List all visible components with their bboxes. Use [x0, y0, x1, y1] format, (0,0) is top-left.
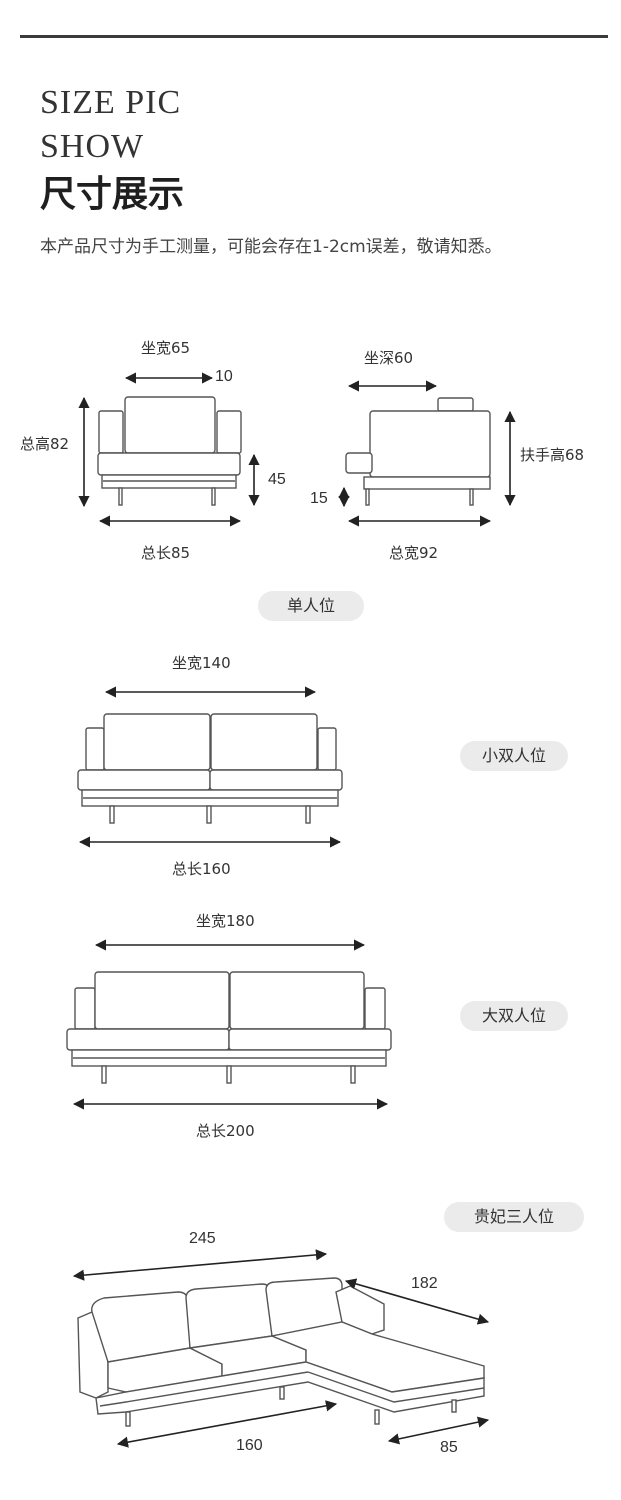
large-double-dimensions — [72, 939, 389, 1110]
chaise-length-label: 182 — [411, 1275, 438, 1292]
single-seat-depth-label: 坐深60 — [364, 349, 414, 367]
single-arm-height-label: 扶手高68 — [520, 446, 585, 464]
chaise-front-length-label: 160 — [236, 1437, 263, 1454]
single-side-view — [345, 397, 491, 506]
large-double-total-length-label: 总长200 — [196, 1122, 255, 1140]
title-cn: 尺寸展示 — [40, 173, 185, 215]
small-double-view — [77, 713, 343, 824]
chaise-width-label: 85 — [440, 1439, 458, 1456]
small-double-tag: 小双人位 — [460, 741, 568, 771]
large-double-view — [66, 971, 392, 1084]
large-double-seat-width-label: 坐宽180 — [196, 912, 255, 930]
single-side-dimensions — [338, 380, 516, 527]
top-divider — [20, 35, 608, 38]
single-front-dimensions — [78, 372, 260, 527]
single-total-length-label: 总长85 — [141, 544, 191, 562]
single-seat-tag: 单人位 — [258, 591, 364, 621]
small-double-seat-width-label: 坐宽140 — [172, 654, 231, 672]
chaise-dimensions — [72, 1249, 490, 1448]
title-en-line2: SHOW — [40, 128, 145, 165]
chaise-tag: 贵妃三人位 — [444, 1202, 584, 1232]
single-front-view — [97, 396, 242, 506]
small-double-total-length-label: 总长160 — [172, 860, 231, 878]
single-seat-width-label: 坐宽65 — [141, 339, 191, 357]
single-leg-height-label: 15 — [310, 490, 328, 507]
chaise-sectional-view — [77, 1277, 485, 1427]
single-arm-width-label: 10 — [215, 368, 233, 385]
single-seat-height-label: 45 — [268, 471, 286, 488]
title-en-line1: SIZE PIC — [40, 84, 182, 121]
small-double-dimensions — [78, 686, 342, 848]
chaise-back-length-label: 245 — [189, 1230, 216, 1247]
single-total-height-label: 总高82 — [20, 435, 70, 453]
large-double-tag: 大双人位 — [460, 1001, 568, 1031]
single-total-width-label: 总宽92 — [389, 544, 439, 562]
measurement-note: 本产品尺寸为手工测量，可能会存在1-2cm误差，敬请知悉。 — [40, 237, 502, 257]
